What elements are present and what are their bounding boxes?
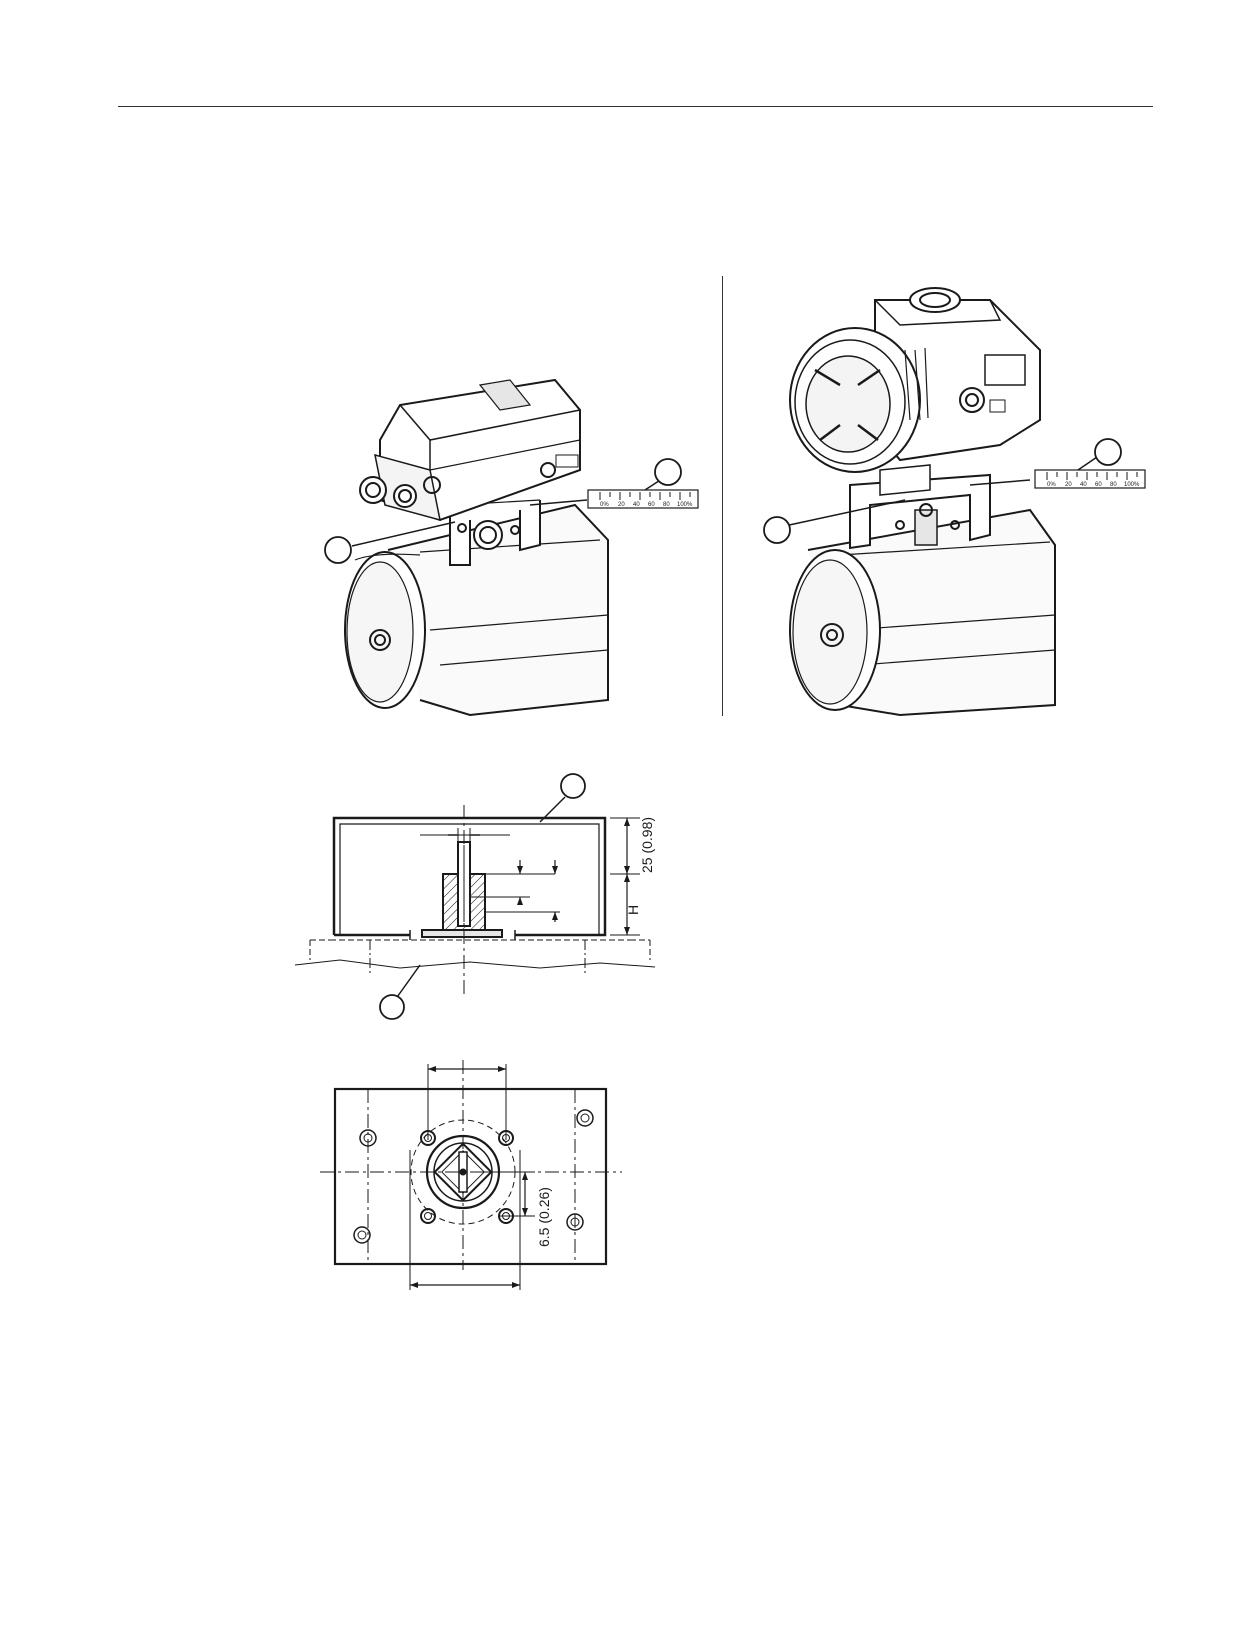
dim-offset-label: 6.5 (0.26) <box>536 1187 552 1247</box>
scale-label-100: 100% <box>1124 482 1140 488</box>
scale-label-60: 60 <box>1095 482 1102 488</box>
dim-height-label: 25 (0.98) <box>639 817 655 873</box>
scale-label-0: 0% <box>1047 482 1056 488</box>
scale-label-20: 20 <box>1065 482 1072 488</box>
page-header-rule <box>118 106 1153 107</box>
figure-divider <box>722 276 723 716</box>
scale-label-80: 80 <box>663 502 670 508</box>
scale-label-40: 40 <box>1080 482 1087 488</box>
scale-label-80: 80 <box>1110 482 1117 488</box>
scale-label-40: 40 <box>633 502 640 508</box>
scale-label-100: 100% <box>677 502 693 508</box>
dim-h-label: H <box>625 905 641 915</box>
scale-label-60: 60 <box>648 502 655 508</box>
scale-label-0: 0% <box>600 502 609 508</box>
scale-label-20: 20 <box>618 502 625 508</box>
